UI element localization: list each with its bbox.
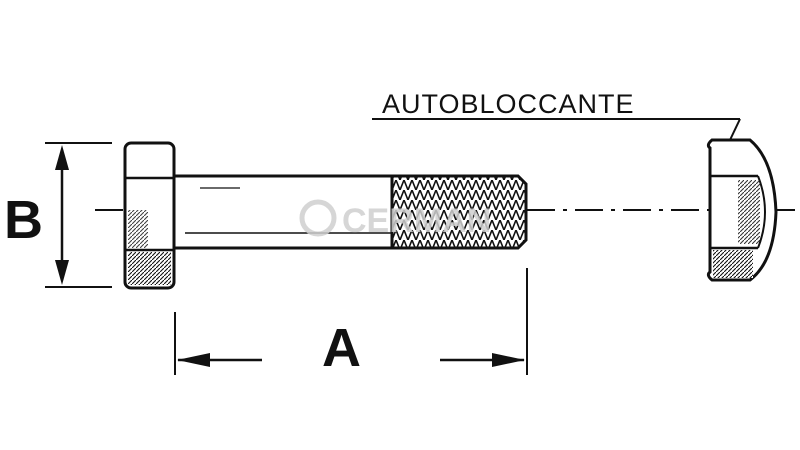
dimension-a-label: A xyxy=(322,318,361,378)
bolt-thread xyxy=(390,174,528,250)
dimension-b-label: B xyxy=(4,190,43,250)
dimension-a xyxy=(174,268,528,375)
watermark: CERMAN xyxy=(299,199,491,240)
self-locking-nut xyxy=(706,138,778,282)
nut-type-label: AUTOBLOCCANTE xyxy=(382,89,635,119)
watermark-text: CERMAN xyxy=(342,202,491,240)
dimension-b xyxy=(45,142,112,288)
nut-leader xyxy=(372,118,741,141)
bolt-shank xyxy=(172,174,394,250)
bolt-head xyxy=(123,141,176,290)
